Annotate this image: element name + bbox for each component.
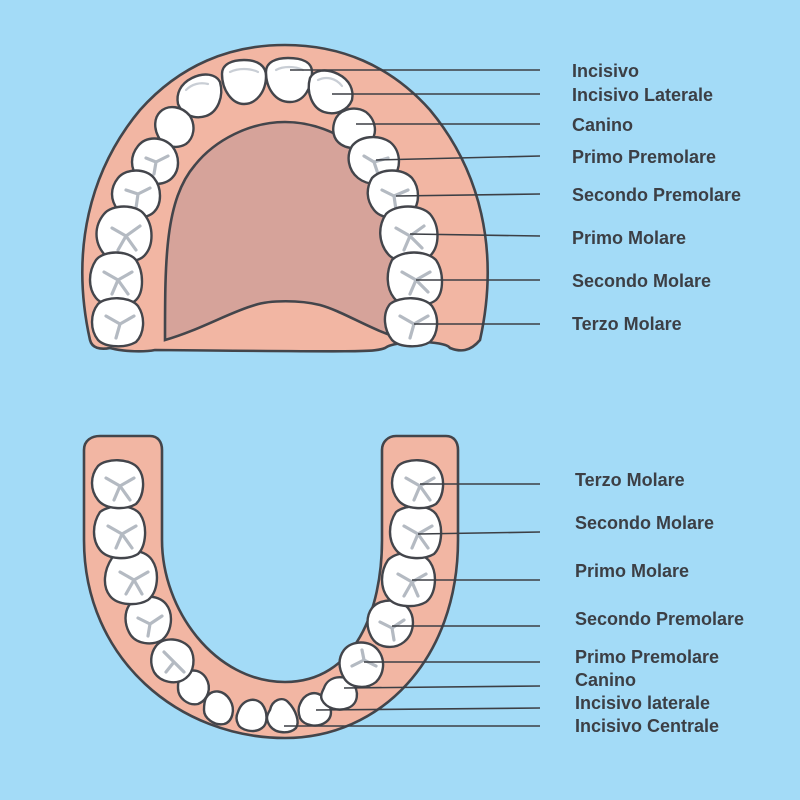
leader-upper-first-molar (409, 233, 541, 237)
lower-central-incisor-right (235, 698, 268, 733)
upper-lateral-incisor-left (307, 69, 354, 115)
label-lower-central-incisor: Incisivo Centrale (575, 716, 720, 736)
label-lower-second-premolar: Secondo Premolare (575, 609, 745, 629)
upper-jaw (81, 43, 489, 353)
label-lower-first-premolar: Primo Premolare (575, 647, 720, 667)
label-upper-lateral-incisor: Incisivo Laterale (572, 85, 714, 105)
leader-upper-first-premolar (375, 155, 541, 161)
label-upper-first-premolar: Primo Premolare (572, 147, 717, 167)
lower-first-premolar-left (338, 641, 385, 689)
lower-leader-lines (284, 483, 541, 727)
label-lower-third-molar: Terzo Molare (575, 470, 685, 490)
lower-second-premolar-right (124, 595, 173, 645)
label-lower-lateral-incisor: Incisivo laterale (575, 693, 711, 713)
upper-leader-lines (290, 69, 541, 325)
upper-central-incisor-left (264, 56, 314, 104)
lower-central-incisor-left (265, 698, 299, 734)
label-lower-second-molar: Secondo Molare (575, 513, 715, 533)
lower-lateral-incisor-right (202, 690, 235, 726)
label-upper-first-molar: Primo Molare (572, 228, 687, 248)
label-upper-third-molar: Terzo Molare (572, 314, 682, 334)
upper-lateral-incisor-right (176, 73, 223, 119)
leader-upper-second-premolar (395, 193, 541, 197)
label-upper-canine: Canino (572, 115, 633, 135)
leader-lower-lateral-incisor (315, 707, 541, 711)
leader-lower-canine (343, 685, 541, 689)
label-upper-second-premolar: Secondo Premolare (572, 185, 742, 205)
label-upper-incisor: Incisivo (572, 61, 640, 81)
leader-lower-second-molar (417, 531, 541, 535)
upper-canine-right (154, 105, 195, 148)
lower-second-premolar-left (366, 599, 415, 649)
label-upper-second-molar: Secondo Molare (572, 271, 712, 291)
lower-jaw (82, 434, 460, 740)
label-lower-first-molar: Primo Molare (575, 561, 690, 581)
label-lower-canine: Canino (575, 670, 636, 690)
